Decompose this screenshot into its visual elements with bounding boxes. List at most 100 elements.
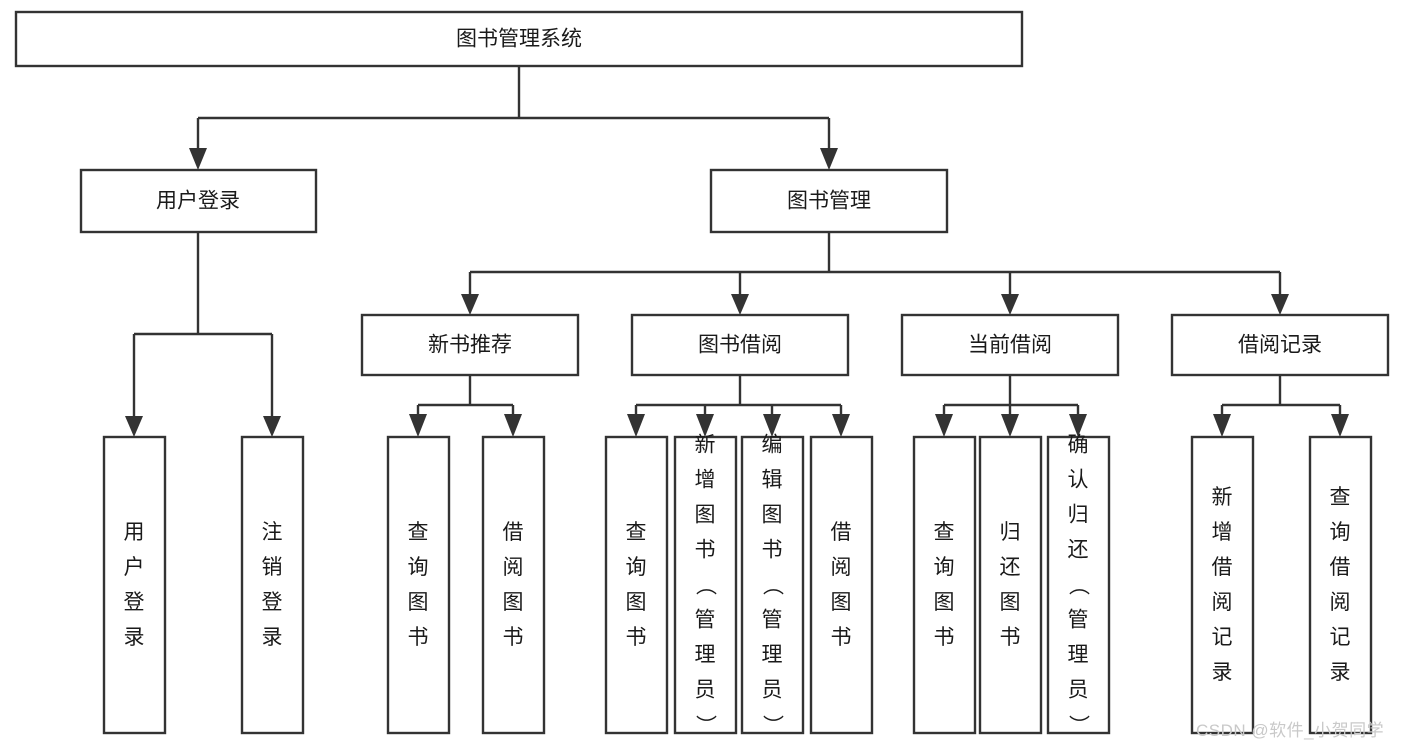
csdn-watermark: CSDN @软件_小贺同学: [1196, 721, 1385, 740]
svg-text:管: 管: [762, 609, 783, 632]
arrow-head-current-borrow: [1001, 294, 1019, 315]
svg-text:辑: 辑: [762, 469, 783, 492]
svg-text:书: 书: [626, 626, 647, 649]
svg-text:书: 书: [1000, 626, 1021, 649]
node-leaf-user-logout-box[interactable]: [240, 435, 305, 735]
svg-text:编: 编: [762, 434, 783, 457]
arrow-head-leaf-query-book-1: [409, 414, 427, 437]
arrow-head-leaf-query-book-2: [627, 414, 645, 437]
svg-text:用: 用: [124, 521, 145, 544]
connector-group-book-management: [461, 232, 1289, 315]
node-user-login-box[interactable]: [79, 168, 318, 234]
node-leaf-borrow-book-2-box[interactable]: [809, 435, 874, 735]
svg-text:（: （: [1067, 575, 1090, 596]
svg-text:借: 借: [1330, 556, 1351, 579]
svg-text:）: ）: [694, 715, 717, 736]
node-borrow-record-box[interactable]: [1170, 313, 1390, 377]
node-new-book-recommend-label: 新书推荐: [428, 334, 512, 357]
node-borrow-record[interactable]: 借阅记录: [1170, 313, 1390, 377]
svg-text:录: 录: [1330, 661, 1351, 684]
node-leaf-query-record-box[interactable]: [1308, 435, 1373, 735]
svg-text:认: 认: [1068, 469, 1089, 492]
node-borrow-record-label: 借阅记录: [1238, 334, 1322, 357]
node-book-borrow[interactable]: 图书借阅: [630, 313, 850, 377]
svg-text:新: 新: [1212, 486, 1233, 509]
node-leaf-return-book-box[interactable]: [978, 435, 1043, 735]
svg-text:记: 记: [1212, 626, 1233, 649]
svg-text:书: 书: [934, 626, 955, 649]
svg-text:询: 询: [934, 556, 955, 579]
node-book-management-box[interactable]: [709, 168, 949, 234]
svg-text:查: 查: [1330, 486, 1351, 509]
svg-text:理: 理: [762, 644, 783, 667]
svg-text:还: 还: [1068, 539, 1089, 562]
node-leaf-query-book-2-box[interactable]: [604, 435, 669, 735]
svg-text:记: 记: [1330, 626, 1351, 649]
node-new-book-recommend-box[interactable]: [360, 313, 580, 377]
node-book-borrow-box[interactable]: [630, 313, 850, 377]
svg-text:（: （: [761, 575, 784, 596]
svg-text:图: 图: [626, 591, 647, 614]
svg-text:借: 借: [1212, 556, 1233, 579]
connector-group-current-borrow: [935, 375, 1087, 437]
node-leaf-add-book-box[interactable]: [673, 435, 738, 735]
svg-text:图: 图: [831, 591, 852, 614]
svg-text:图: 图: [695, 504, 716, 527]
node-new-book-recommend[interactable]: 新书推荐: [360, 313, 580, 377]
node-root[interactable]: 图书管理系统: [14, 10, 1024, 68]
arrow-head-book-borrow: [731, 294, 749, 315]
svg-text:查: 查: [626, 521, 647, 544]
arrow-head-leaf-borrow-book-2: [832, 414, 850, 437]
svg-text:询: 询: [626, 556, 647, 579]
node-book-management[interactable]: 图书管理: [709, 168, 949, 234]
node-leaf-user-login-box[interactable]: [102, 435, 167, 735]
node-leaf-borrow-book-1-box[interactable]: [481, 435, 546, 735]
arrow-head-leaf-confirm-return: [1069, 414, 1087, 437]
arrow-head-user-login: [189, 148, 207, 170]
svg-text:登: 登: [124, 591, 145, 614]
connector-group-book-borrow: [627, 375, 850, 437]
node-leaf-query-book-3-box[interactable]: [912, 435, 977, 735]
arrow-head-leaf-user-logout: [263, 416, 281, 437]
arrow-head-new-book-recommend: [461, 294, 479, 315]
svg-text:增: 增: [695, 469, 716, 492]
svg-text:录: 录: [1212, 661, 1233, 684]
svg-text:图: 图: [408, 591, 429, 614]
node-leaf-edit-book-box[interactable]: [740, 435, 805, 735]
node-leaf-user-login[interactable]: 用户登录: [102, 435, 167, 735]
node-current-borrow[interactable]: 当前借阅: [900, 313, 1120, 377]
node-book-borrow-label: 图书借阅: [698, 334, 782, 357]
node-leaf-query-book-1-box[interactable]: [386, 435, 451, 735]
svg-text:图: 图: [934, 591, 955, 614]
svg-text:户: 户: [124, 556, 145, 579]
node-root-box[interactable]: [14, 10, 1024, 68]
svg-text:管: 管: [1068, 609, 1089, 632]
node-book-management-label: 图书管理: [787, 190, 871, 213]
svg-text:查: 查: [934, 521, 955, 544]
svg-text:理: 理: [695, 644, 716, 667]
node-leaf-confirm-return-box[interactable]: [1046, 435, 1111, 735]
arrow-head-leaf-borrow-book-1: [504, 414, 522, 437]
node-leaf-add-record-box[interactable]: [1190, 435, 1255, 735]
arrow-head-leaf-query-book-3: [935, 414, 953, 437]
node-user-login[interactable]: 用户登录: [79, 168, 318, 234]
node-current-borrow-box[interactable]: [900, 313, 1120, 377]
svg-text:书: 书: [408, 626, 429, 649]
svg-text:新: 新: [695, 434, 716, 457]
